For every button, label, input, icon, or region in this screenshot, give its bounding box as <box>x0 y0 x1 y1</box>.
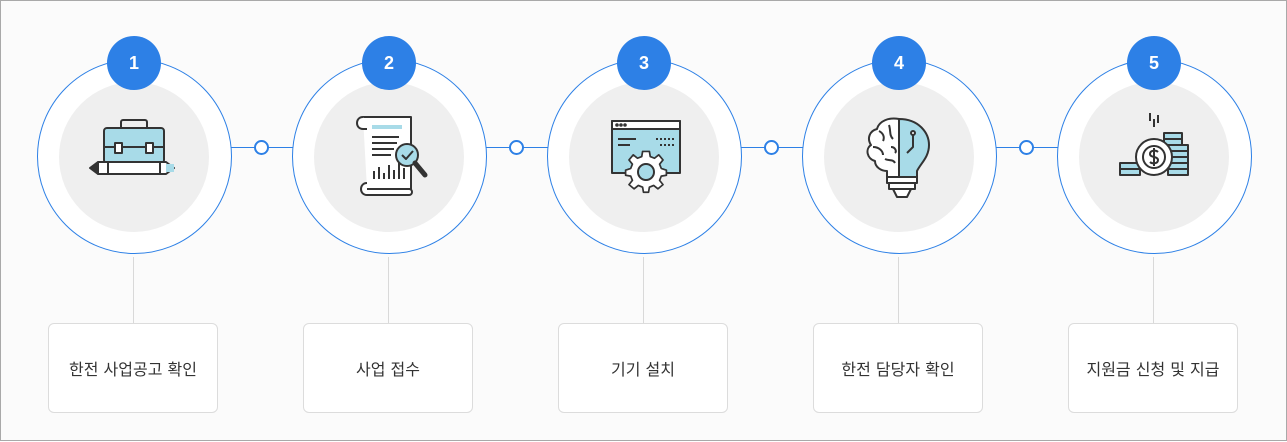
step-number-badge: 5 <box>1127 36 1181 90</box>
browser-gear-icon <box>611 120 681 194</box>
step-label-card: 한전 사업공고 확인 <box>48 323 218 413</box>
connector-dot-2-3 <box>509 140 524 155</box>
step-connector-line <box>388 257 389 323</box>
step-connector-line <box>133 257 134 323</box>
step-connector-line <box>898 257 899 323</box>
step-number-badge: 2 <box>362 36 416 90</box>
step-number-badge: 4 <box>872 36 926 90</box>
step-connector-line <box>1153 257 1154 323</box>
step-3: 3 기기 설치 <box>545 1 745 442</box>
step-number-badge: 3 <box>617 36 671 90</box>
document-magnifier-icon <box>356 116 428 196</box>
step-number-badge: 1 <box>107 36 161 90</box>
briefcase-pencil-icon <box>89 119 175 175</box>
step-2: 2 사업 <box>290 1 490 442</box>
brain-lightbulb-icon <box>866 117 930 198</box>
connector-dot-3-4 <box>764 140 779 155</box>
step-label-card: 지원금 신청 및 지급 <box>1068 323 1238 413</box>
connector-dot-4-5 <box>1019 140 1034 155</box>
step-label-card: 한전 담당자 확인 <box>813 323 983 413</box>
step-label-card: 사업 접수 <box>303 323 473 413</box>
step-label-card: 기기 설치 <box>558 323 728 413</box>
coins-dollar-icon <box>1119 113 1189 176</box>
connector-dot-1-2 <box>254 140 269 155</box>
step-1: 1 한전 사업공고 확인 <box>35 1 235 442</box>
step-connector-line <box>643 257 644 323</box>
step-4: 4 한전 담당자 확인 <box>800 1 1000 442</box>
step-5: 5 지원금 신청 및 지급 <box>1055 1 1255 442</box>
